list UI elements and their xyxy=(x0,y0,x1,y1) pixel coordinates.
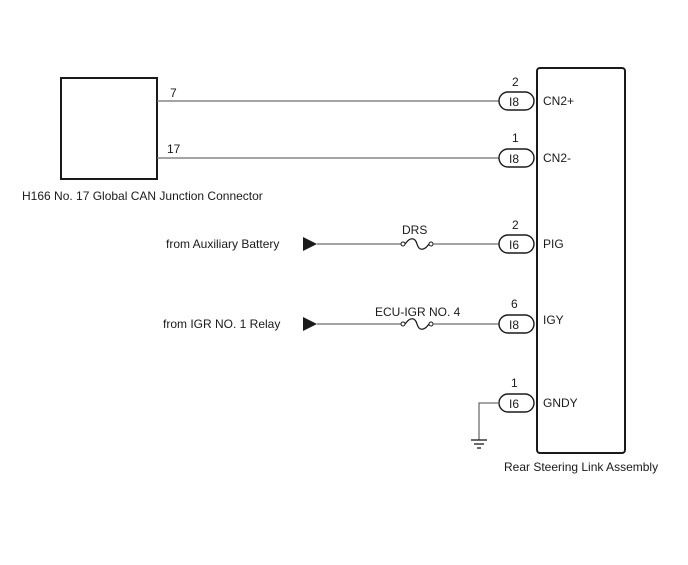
ground-icon xyxy=(471,439,487,449)
cn2-minus-terminal-name: CN2- xyxy=(543,151,571,165)
igy-terminal-name: IGY xyxy=(543,313,564,327)
igy-pin-number: 6 xyxy=(511,297,518,311)
pig-terminal-name: PIG xyxy=(543,237,564,251)
igr-relay-arrow-icon xyxy=(303,317,317,331)
drs-fuse-terminal-left xyxy=(400,241,406,247)
ecu-igr-fuse-label: ECU-IGR NO. 4 xyxy=(375,305,461,319)
auxiliary-battery-source-label: from Auxiliary Battery xyxy=(166,237,279,251)
pig-pin-number: 2 xyxy=(512,218,519,232)
junction-pin-17-label: 17 xyxy=(167,142,181,156)
gndy-pin-number: 1 xyxy=(511,376,518,390)
junction-pin-7-label: 7 xyxy=(170,86,177,100)
drs-fuse-terminal-right xyxy=(428,241,434,247)
ecu-igr-fuse-icon xyxy=(404,318,430,330)
igy-connector-pin xyxy=(498,314,535,334)
cn2-minus-connector-pin xyxy=(498,148,535,168)
cn2-plus-connector-pin xyxy=(498,91,535,111)
rear-steering-link-assembly-label: Rear Steering Link Assembly xyxy=(504,460,658,474)
junction-connector-box xyxy=(60,77,158,180)
gndy-terminal-name: GNDY xyxy=(543,396,578,410)
cn2-plus-connector-code: I8 xyxy=(509,95,519,109)
junction-connector-label: H166 No. 17 Global CAN Junction Connecto… xyxy=(22,189,263,203)
drs-fuse-label: DRS xyxy=(402,223,427,237)
cn2-plus-pin-number: 2 xyxy=(512,75,519,89)
ecu-igr-fuse-terminal-right xyxy=(428,321,434,327)
cn2-minus-connector-code: I8 xyxy=(509,152,519,166)
ground-wire xyxy=(478,402,499,440)
auxiliary-battery-arrow-icon xyxy=(303,237,317,251)
cn2-plus-terminal-name: CN2+ xyxy=(543,94,574,108)
igy-connector-code: I8 xyxy=(509,318,519,332)
cn2-minus-pin-number: 1 xyxy=(512,131,519,145)
rear-steering-link-assembly-box xyxy=(536,67,626,454)
gndy-connector-code: I6 xyxy=(509,397,519,411)
drs-fuse-icon xyxy=(404,238,430,250)
igr-relay-source-label: from IGR NO. 1 Relay xyxy=(163,317,280,331)
ecu-igr-fuse-terminal-left xyxy=(400,321,406,327)
pig-connector-code: I6 xyxy=(509,238,519,252)
pig-connector-pin xyxy=(498,234,535,254)
